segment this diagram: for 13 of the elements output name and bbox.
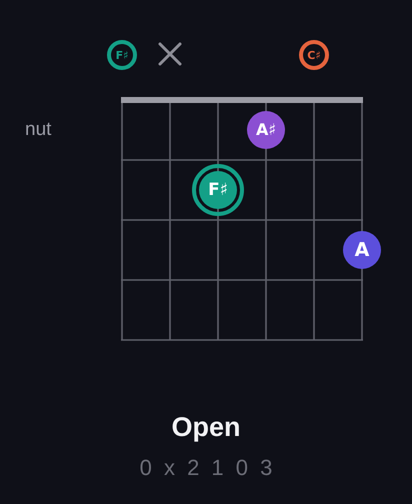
note-name: F♯ <box>208 182 228 198</box>
finger-dot <box>247 111 285 149</box>
note-name: A <box>354 240 370 260</box>
note-name: C♯ <box>307 50 321 60</box>
fingering-text: 0 x 2 1 0 3 <box>140 455 276 480</box>
open-string-ring <box>107 40 137 70</box>
finger-dot <box>343 231 381 269</box>
note-name: A♯ <box>256 122 276 138</box>
open-string-ring <box>299 40 329 70</box>
chord-title: Open <box>171 412 240 444</box>
root-finger-dot <box>192 164 244 216</box>
nut-label: nut <box>25 119 52 141</box>
note-name: F♯ <box>116 50 128 60</box>
